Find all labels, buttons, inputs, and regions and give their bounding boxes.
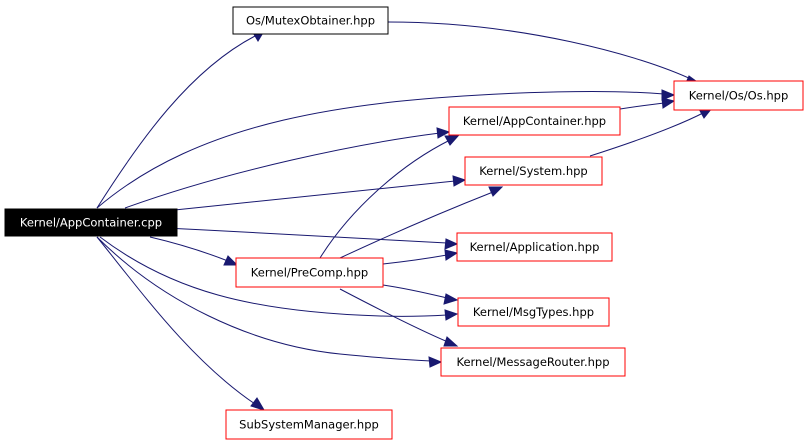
edge-precomp-hpp-to-messagerouter-hpp [339, 288, 449, 343]
node-appcontainer-hpp[interactable]: Kernel/AppContainer.hpp [448, 106, 621, 136]
arrowhead-msgtypes-from-precomp [443, 293, 459, 305]
edge-appcontainer-cpp-to-messagerouter-hpp [96, 236, 432, 362]
edge-precomp-hpp-to-msgtypes-hpp [382, 284, 448, 299]
arrowhead-os-from-appcontainer-hpp [661, 97, 676, 109]
edge-appcontainer-cpp-to-system-hpp [164, 180, 456, 212]
arrowhead-application-from-precomp [444, 249, 459, 261]
arrowhead-messagerouter-from-root [428, 356, 443, 368]
arrowhead-precomp-from-root [223, 255, 239, 266]
edge-appcontainer-hpp-to-os [619, 102, 665, 110]
node-application-hpp[interactable]: Kernel/Application.hpp [456, 232, 613, 262]
node-label: Kernel/AppContainer.hpp [463, 114, 606, 128]
edge-appcontainer-cpp-to-os [96, 90, 665, 209]
arrowhead-system-from-precomp [488, 186, 504, 197]
node-mutexobtainer-hpp[interactable]: Os/MutexObtainer.hpp [232, 6, 389, 35]
edge-appcontainer-cpp-to-application-hpp [164, 227, 448, 244]
node-os-hpp[interactable]: Kernel/Os/Os.hpp [673, 80, 804, 111]
edge-appcontainer-cpp-to-appcontainer-hpp [124, 132, 441, 209]
node-system-hpp[interactable]: Kernel/System.hpp [464, 156, 603, 186]
arrowhead-system-from-root [452, 175, 467, 187]
edge-precomp-hpp-to-appcontainer-hpp [319, 139, 451, 259]
arrowhead-subsystemmanager-from-root [250, 397, 266, 411]
edge-precomp-hpp-to-system-hpp [339, 191, 494, 259]
node-messagerouter-hpp[interactable]: Kernel/MessageRouter.hpp [440, 347, 626, 377]
node-precomp-hpp[interactable]: Kernel/PreComp.hpp [235, 257, 384, 288]
edge-appcontainer-cpp-to-precomp-hpp [149, 236, 229, 262]
node-label: Kernel/MsgTypes.hpp [473, 305, 594, 319]
edge-system-hpp-to-os [589, 111, 706, 157]
node-label: Kernel/AppContainer.cpp [20, 216, 162, 230]
node-label: SubSystemManager.hpp [239, 418, 379, 432]
node-label: Kernel/System.hpp [479, 164, 587, 178]
node-label: Kernel/Os/Os.hpp [689, 89, 789, 103]
node-label: Kernel/Application.hpp [470, 240, 600, 254]
arrowhead-os-from-root [661, 89, 676, 101]
arrowhead-appcontainer-hpp-from-precomp [444, 135, 460, 146]
node-label: Kernel/PreComp.hpp [251, 266, 368, 280]
node-appcontainer-cpp[interactable]: Kernel/AppContainer.cpp [4, 208, 178, 237]
edge-appcontainer-cpp-to-mutexobtainer [96, 35, 256, 209]
arrowhead-messagerouter-from-precomp [443, 336, 459, 347]
node-subsystemmanager-hpp[interactable]: SubSystemManager.hpp [225, 409, 393, 440]
edge-precomp-hpp-to-application-hpp [382, 254, 448, 265]
node-msgtypes-hpp[interactable]: Kernel/MsgTypes.hpp [457, 297, 610, 327]
node-label: Os/MutexObtainer.hpp [246, 14, 375, 28]
arrowhead-application-from-root [444, 238, 459, 250]
edge-mutexobtainer-to-os [387, 21, 694, 81]
arrowhead-appcontainer-hpp-from-root [436, 127, 451, 139]
arrowhead-msgtypes-from-root [444, 309, 459, 321]
edge-appcontainer-cpp-to-msgtypes-hpp [99, 236, 448, 317]
node-label: Kernel/MessageRouter.hpp [456, 355, 609, 369]
edge-appcontainer-cpp-to-subsystemmanager-hpp [96, 236, 256, 405]
